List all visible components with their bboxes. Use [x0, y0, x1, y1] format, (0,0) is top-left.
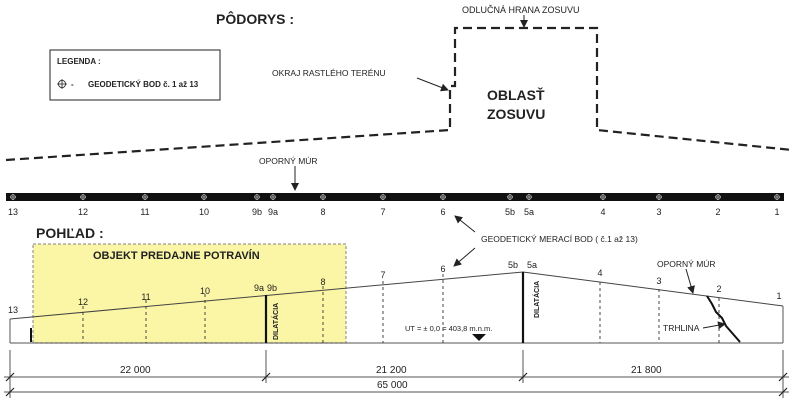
- plan-points: 13 12 11 10 9b 9a 8 7 6 5b 5a 4 3 2 1: [8, 194, 780, 217]
- view-point-number: 7: [380, 270, 385, 280]
- level-label: UT = ± 0,0 = 403,8 m.n.m.: [405, 324, 492, 333]
- dim-seg1: 22 000: [120, 365, 151, 376]
- plan-wall-label: OPORNÝ MÚR: [259, 156, 318, 166]
- view-point-number: 5b: [508, 260, 518, 270]
- plan-point-number: 3: [656, 207, 661, 217]
- geodetic-point-icon: [142, 194, 148, 200]
- view-point-number: 12: [78, 297, 88, 307]
- plan-point-number: 2: [715, 207, 720, 217]
- level-triangle: [472, 334, 486, 341]
- landslide-outline: [5, 26, 793, 162]
- plan-point-number: 1: [774, 207, 779, 217]
- view-point-number: 2: [716, 284, 721, 294]
- crosshair-circle-icon: [57, 79, 67, 89]
- view-point-number: 9b: [267, 283, 277, 293]
- plan-point-number: 7: [380, 207, 385, 217]
- legend-box: LEGENDA : - GEODETICKÝ BOD č. 1 až 13: [49, 49, 221, 101]
- crack-arrow: [702, 321, 726, 330]
- geodetic-point-icon: [380, 194, 386, 200]
- area-label-line1: OBLASŤ: [487, 86, 545, 103]
- dilatation-label-left: DILATÁCIA: [271, 303, 280, 340]
- view-title: POHĽAD :: [36, 225, 104, 241]
- plan-point-number: 5a: [524, 207, 534, 217]
- view-wall-arrow: [685, 268, 695, 294]
- geodetic-point-icon: [201, 194, 207, 200]
- plan-point-number: 12: [78, 207, 88, 217]
- crack-label: TRHLINA: [663, 323, 700, 333]
- view-point-number: 3: [656, 276, 661, 286]
- scarp-label: ODLUČNÁ HRANA ZOSUVU: [462, 5, 580, 15]
- plan-retaining-wall: [6, 193, 784, 201]
- terrain-arrow: [416, 77, 449, 92]
- legend-title: LEGENDA :: [57, 57, 101, 66]
- view-wall-label: OPORNÝ MÚR: [657, 259, 716, 269]
- view-point-number: 8: [320, 277, 325, 287]
- view-point-number: 9a: [254, 283, 264, 293]
- view-point-number: 5a: [527, 260, 537, 270]
- geodetic-point-icon: [774, 194, 780, 200]
- plan-point-number: 11: [140, 207, 149, 217]
- view-point-number: 6: [440, 264, 445, 274]
- geodetic-point-icon: [254, 194, 260, 200]
- plan-point-number: 6: [440, 207, 445, 217]
- dim-seg3: 21 800: [631, 365, 662, 376]
- plan-point-number: 9a: [268, 207, 278, 217]
- geodetic-point-icon: [80, 194, 86, 200]
- geodetic-point-icon: [270, 194, 276, 200]
- terrain-label: OKRAJ RASTLÉHO TERÉNU: [272, 68, 386, 78]
- legend-dash: -: [71, 80, 74, 89]
- geodetic-point-icon: [715, 194, 721, 200]
- view-point-number: 13: [8, 305, 18, 315]
- geodetic-point-icon: [320, 194, 326, 200]
- plan-title: PÔDORYS :: [216, 10, 294, 27]
- view-point-number: 10: [200, 286, 210, 296]
- dilatation-label-right: DILATÁCIA: [532, 281, 541, 318]
- building-label: OBJEKT PREDAJNE POTRAVÍN: [93, 249, 260, 262]
- geodetic-point-icon: [656, 194, 662, 200]
- dimension-lines: [4, 350, 789, 398]
- geodetic-point-icon: [600, 194, 606, 200]
- building-block: [32, 243, 347, 344]
- geodetic-point-icon: [526, 194, 532, 200]
- geodetic-point-icon: [507, 194, 513, 200]
- geodetic-arrow-up: [454, 215, 476, 233]
- view-point-number: 1: [776, 291, 781, 301]
- plan-point-number: 10: [199, 207, 209, 217]
- plan-point-number: 8: [320, 207, 325, 217]
- plan-point-number: 5b: [505, 207, 515, 217]
- legend-entry: GEODETICKÝ BOD č. 1 až 13: [88, 80, 199, 89]
- dim-total: 65 000: [377, 380, 408, 391]
- crack-line: [706, 295, 741, 343]
- geodetic-label: GEODETICKÝ MERACÍ BOD ( č.1 až 13): [481, 234, 638, 244]
- view-point-number: 4: [597, 268, 602, 278]
- plan-point-number: 9b: [252, 207, 262, 217]
- area-label-line2: ZOSUVU: [487, 106, 545, 122]
- geodetic-arrow-down: [453, 247, 476, 267]
- dim-seg2: 21 200: [376, 365, 407, 376]
- geodetic-point-icon: [10, 194, 16, 200]
- view-point-number: 11: [141, 292, 150, 302]
- plan-point-number: 4: [600, 207, 605, 217]
- plan-point-number: 13: [8, 207, 18, 217]
- geodetic-point-icon: [440, 194, 446, 200]
